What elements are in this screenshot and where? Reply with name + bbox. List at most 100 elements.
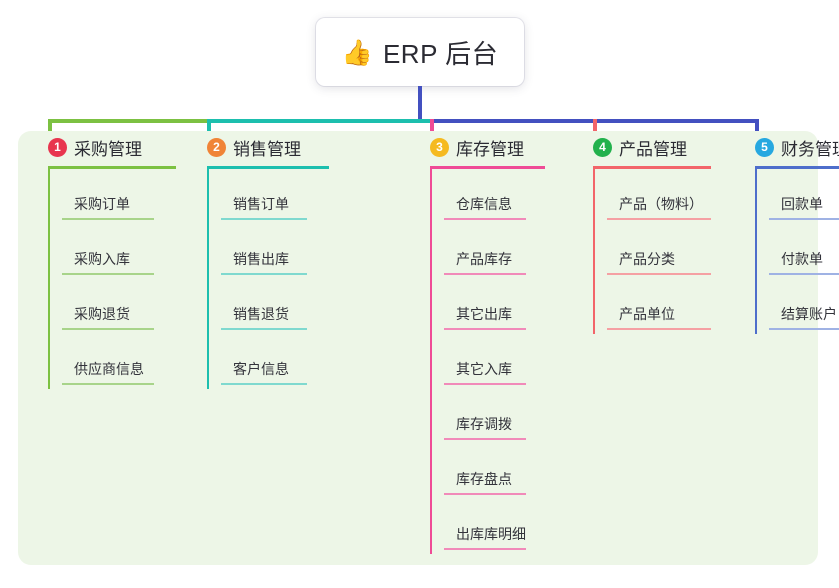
branch-item-label: 产品分类: [619, 251, 675, 267]
branch-item-underline: [444, 493, 526, 495]
branch-item-label: 销售退货: [233, 306, 289, 322]
branch-item[interactable]: 回款单: [757, 169, 839, 224]
branch-column-4: 4 产品管理产品（物料） 产品分类产品单位: [581, 131, 711, 334]
branch-item-underline: [607, 273, 711, 275]
branch-item[interactable]: 出库库明细: [432, 499, 545, 554]
branch-item[interactable]: 库存盘点: [432, 444, 545, 499]
branch-item[interactable]: 销售退货: [209, 279, 329, 334]
branch-header-underline: [207, 166, 329, 169]
branch-title: 采购管理: [74, 139, 142, 159]
connector-bar-segment-1: [48, 119, 211, 123]
branch-item-underline: [62, 273, 154, 275]
branch-item-label: 回款单: [781, 196, 823, 212]
branch-item-label: 库存盘点: [456, 471, 512, 487]
branch-item-underline: [62, 383, 154, 385]
branch-item-label: 仓库信息: [456, 196, 512, 212]
branch-item-underline: [769, 328, 839, 330]
branch-item-underline: [221, 383, 307, 385]
branch-item-underline: [769, 218, 839, 220]
branch-item-underline: [444, 218, 526, 220]
branch-item[interactable]: 产品库存: [432, 224, 545, 279]
connector-bar-segment-2: [207, 119, 434, 123]
branch-title: 财务管理: [781, 139, 839, 159]
branch-header-underline: [755, 166, 839, 169]
branch-header-underline: [593, 166, 711, 169]
branch-item[interactable]: 仓库信息: [432, 169, 545, 224]
branch-title: 销售管理: [233, 139, 301, 159]
branch-item-underline: [444, 273, 526, 275]
branch-spine: [207, 169, 209, 389]
branch-item-underline: [221, 273, 307, 275]
branch-header-3[interactable]: 3 库存管理: [418, 131, 545, 163]
branch-header-2[interactable]: 2 销售管理: [195, 131, 329, 163]
branch-number-badge: 3: [430, 137, 449, 157]
branch-item-underline: [62, 328, 154, 330]
branch-item-list: 产品（物料） 产品分类产品单位: [581, 169, 711, 334]
branch-item-underline: [607, 328, 711, 330]
branch-number-badge: 1: [48, 137, 67, 157]
thumbs-up-icon: 👍: [341, 38, 373, 67]
branch-item[interactable]: 其它入库: [432, 334, 545, 389]
branch-item-label: 采购退货: [74, 306, 130, 322]
branch-item[interactable]: 采购入库: [50, 224, 176, 279]
branch-item[interactable]: 结算账户: [757, 279, 839, 334]
branch-item-underline: [221, 218, 307, 220]
branch-item-label: 客户信息: [233, 361, 289, 377]
branch-item[interactable]: 产品分类: [595, 224, 711, 279]
branch-item-underline: [769, 273, 839, 275]
branch-item[interactable]: 其它出库: [432, 279, 545, 334]
branch-column-2: 2 销售管理销售订单销售出库销售退货客户信息: [195, 131, 329, 389]
branch-column-1: 1 采购管理采购订单采购入库采购退货供应商信息: [36, 131, 176, 389]
branch-item-underline: [62, 218, 154, 220]
branch-item-label: 销售订单: [233, 196, 289, 212]
branch-number-badge: 2: [207, 137, 226, 157]
branch-item[interactable]: 采购退货: [50, 279, 176, 334]
branch-item-underline: [607, 218, 711, 220]
branch-title: 产品管理: [619, 139, 687, 159]
branch-item[interactable]: 产品（物料）: [595, 169, 711, 224]
branch-item[interactable]: 付款单: [757, 224, 839, 279]
branch-spine: [755, 169, 757, 334]
branch-column-3: 3 库存管理仓库信息产品库存其它出库其它入库库存调拨库存盘点出库库明细: [418, 131, 545, 554]
branch-item[interactable]: 产品单位: [595, 279, 711, 334]
branch-item-label: 采购入库: [74, 251, 130, 267]
branch-item-list: 销售订单销售出库销售退货客户信息: [195, 169, 329, 389]
branch-spine: [593, 169, 595, 334]
branch-header-4[interactable]: 4 产品管理: [581, 131, 711, 163]
branch-item-label: 付款单: [781, 251, 823, 267]
branch-item-label: 产品（物料）: [619, 196, 703, 212]
branch-item-label: 库存调拨: [456, 416, 512, 432]
branch-header-underline: [48, 166, 176, 169]
root-node-title: ERP 后台: [382, 38, 499, 69]
branch-item[interactable]: 采购订单: [50, 169, 176, 224]
branch-item[interactable]: 供应商信息: [50, 334, 176, 389]
branch-item-underline: [221, 328, 307, 330]
branch-item[interactable]: 客户信息: [209, 334, 329, 389]
connector-trunk: [418, 86, 422, 123]
branch-item-label: 产品库存: [456, 251, 512, 267]
branch-header-5[interactable]: 5 财务管理: [743, 131, 839, 163]
branch-item-label: 采购订单: [74, 196, 130, 212]
branch-item-underline: [444, 438, 526, 440]
root-node[interactable]: 👍 ERP 后台: [316, 18, 524, 86]
branch-item-list: 仓库信息产品库存其它出库其它入库库存调拨库存盘点出库库明细: [418, 169, 545, 554]
branch-item-label: 供应商信息: [74, 361, 144, 377]
branch-item-label: 出库库明细: [456, 526, 526, 542]
branch-title: 库存管理: [456, 139, 524, 159]
branch-item[interactable]: 销售订单: [209, 169, 329, 224]
branch-number-badge: 5: [755, 137, 774, 157]
branches-panel: 1 采购管理采购订单采购入库采购退货供应商信息 2 销售管理销售订单销售出库销售退货客…: [18, 131, 839, 565]
branch-number-badge: 4: [593, 137, 612, 157]
branch-item-label: 其它入库: [456, 361, 512, 377]
branch-header-1[interactable]: 1 采购管理: [36, 131, 176, 163]
branch-item-list: 采购订单采购入库采购退货供应商信息: [36, 169, 176, 389]
branch-item-underline: [444, 383, 526, 385]
branch-header-underline: [430, 166, 545, 169]
branch-item-label: 销售出库: [233, 251, 289, 267]
branch-item-label: 其它出库: [456, 306, 512, 322]
branch-item-label: 结算账户: [781, 306, 837, 322]
branch-spine: [48, 169, 50, 389]
branch-item[interactable]: 销售出库: [209, 224, 329, 279]
branch-item[interactable]: 库存调拨: [432, 389, 545, 444]
